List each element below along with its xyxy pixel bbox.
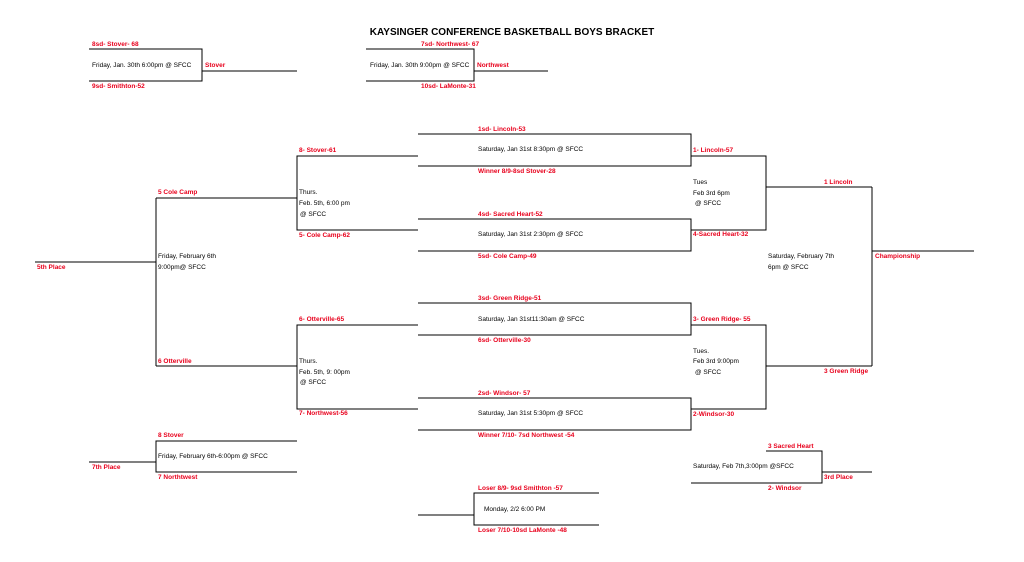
r1-windsor-lines — [418, 397, 692, 431]
r1-sacredheart-lines — [418, 218, 692, 252]
r1-game4-top: 2sd- Windsor- 57 — [478, 390, 531, 397]
semi2-info1: Tues. — [693, 348, 710, 355]
semi1-info3: @ SFCC — [695, 200, 722, 207]
playin1-bottom: 9sd- Smithton-52 — [92, 83, 145, 90]
fifth-bottom: 6 Otterville — [158, 358, 192, 365]
seventh-info: Friday, February 6th-6:00pm @ SFCC — [158, 453, 268, 460]
cons1-info2: Feb. 5th, 6:00 pm — [299, 200, 350, 207]
seventh-place-label: 7th Place — [92, 464, 121, 471]
cons2-bottom: 7- Northwest-56 — [299, 410, 348, 417]
cons1-info1: Thurs. — [299, 189, 318, 196]
fifth-info2: 9:00pm@ SFCC — [158, 264, 206, 271]
r1-game3-winner: 3- Green Ridge- 55 — [693, 316, 751, 323]
losers-top: Loser 8/9- 9sd Smithton -57 — [478, 485, 563, 492]
r1-game1-top: 1sd- Lincoln-53 — [478, 126, 526, 133]
r1-game2-info: Saturday, Jan 31st 2:30pm @ SFCC — [478, 231, 584, 238]
playin2-bottom: 10sd- LaMonte-31 — [421, 83, 476, 90]
playin2-info: Friday, Jan. 30th 9:00pm @ SFCC — [370, 62, 470, 69]
playin-8-9-lines — [89, 48, 203, 82]
third-bottom: 2- Windsor — [768, 485, 802, 492]
r1-lincoln-lines — [418, 133, 692, 167]
losers-info: Monday, 2/2 6:00 PM — [484, 506, 546, 513]
third-lines — [691, 450, 823, 484]
cons-top-lines — [296, 155, 418, 231]
seventh-top: 8 Stover — [158, 432, 184, 439]
page-title: KAYSINGER CONFERENCE BASKETBALL BOYS BRA… — [369, 27, 655, 38]
championship-label: Championship — [875, 253, 921, 260]
r1-game2-top: 4sd- Sacred Heart-52 — [478, 211, 543, 218]
cons1-info3: @ SFCC — [300, 211, 327, 218]
seventh-lines — [155, 440, 297, 473]
r1-game3-bottom: 6sd- Otterville-30 — [478, 337, 531, 344]
cons2-info2: Feb. 5th, 9: 00pm — [299, 369, 350, 376]
semi1-info2: Feb 3rd 6pm — [693, 190, 730, 197]
cons2-info3: @ SFCC — [300, 379, 327, 386]
playin-7-10-lines — [366, 48, 475, 82]
semi1-info1: Tues — [693, 179, 708, 186]
champ-info1: Saturday, February 7th — [768, 253, 834, 260]
champ-top: 1 Lincoln — [824, 179, 853, 186]
playin1-winner: Stover — [205, 62, 226, 69]
semi2-info2: Feb 3rd 9:00pm — [693, 358, 739, 365]
semi-top-lines — [691, 155, 767, 231]
losers-lines — [473, 492, 599, 526]
third-top: 3 Sacred Heart — [768, 443, 814, 450]
playin2-top: 7sd- Northwest- 67 — [421, 41, 480, 48]
r1-game4-info: Saturday, Jan 31st 5:30pm @ SFCC — [478, 410, 584, 417]
r1-game1-winner: 1- Lincoln-57 — [693, 147, 734, 154]
playin1-top: 8sd- Stover- 68 — [92, 41, 139, 48]
playin1-info: Friday, Jan. 30th 6:00pm @ SFCC — [92, 62, 192, 69]
cons1-top: 8- Stover-61 — [299, 147, 337, 154]
r1-game4-winner: 2-Windsor-30 — [693, 411, 735, 418]
semi2-info3: @ SFCC — [695, 369, 722, 376]
r1-game1-info: Saturday, Jan 31st 8:30pm @ SFCC — [478, 146, 584, 153]
fifth-top: 5 Cole Camp — [158, 189, 198, 196]
cons2-top: 6- Otterville-65 — [299, 316, 345, 323]
r1-game2-bottom: 5sd- Cole Camp-49 — [478, 253, 537, 260]
r1-greenridge-lines — [418, 302, 692, 336]
r1-game3-info: Saturday, Jan 31st11:30am @ SFCC — [478, 316, 585, 323]
r1-game1-bottom: Winner 8/9-8sd Stover-28 — [478, 168, 556, 175]
fifth-info1: Friday, February 6th — [158, 253, 217, 260]
cons-bottom-lines — [296, 324, 418, 410]
losers-bottom: Loser 7/10-10sd LaMonte -48 — [478, 527, 567, 534]
cons1-bottom: 5- Cole Camp-62 — [299, 232, 350, 239]
r1-game4-bottom: Winner 7/10- 7sd Northwest -54 — [478, 432, 575, 439]
semi-bottom-lines — [691, 324, 767, 410]
third-info: Saturday, Feb 7th,3:00pm @SFCC — [693, 463, 794, 470]
seventh-bottom: 7 Northtwest — [158, 474, 198, 481]
third-place-label: 3rd Place — [824, 474, 853, 481]
fifth-place-label: 5th Place — [37, 264, 66, 271]
r1-game3-top: 3sd- Green Ridge-51 — [478, 295, 542, 302]
playin2-winner: Northwest — [477, 62, 509, 69]
champ-info2: 6pm @ SFCC — [768, 264, 809, 271]
cons2-info1: Thurs. — [299, 358, 318, 365]
r1-game2-winner: 4-Sacred Heart-32 — [693, 231, 749, 238]
champ-bottom: 3 Green Ridge — [824, 368, 869, 375]
